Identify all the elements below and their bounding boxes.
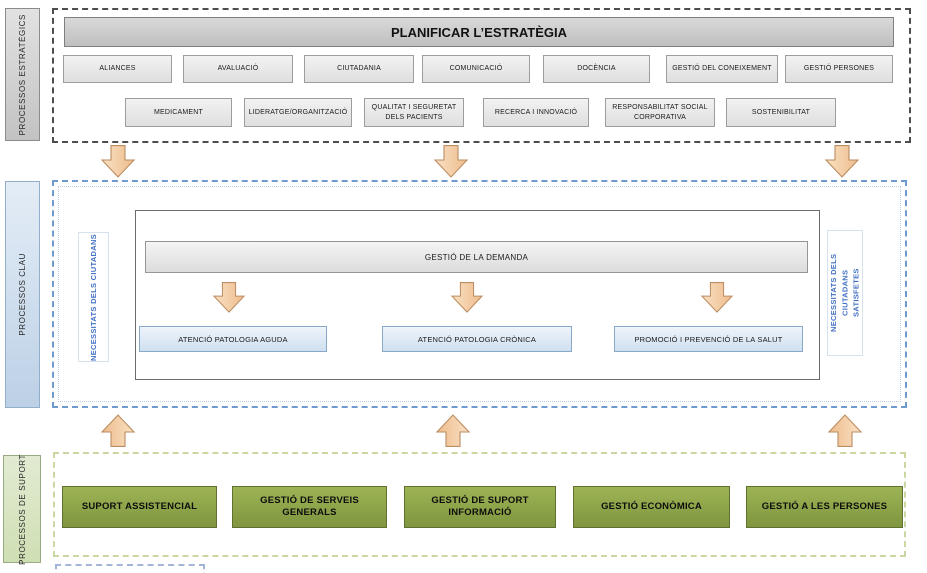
support-box-economica: GESTIÓ ECONÒMICA [573,486,730,528]
key-box-promocio-salut: PROMOCIÓ I PREVENCIÓ DE LA SALUT [614,326,803,352]
section-label-strategic-text: PROCESSOS ESTRATÈGICS [18,13,27,136]
key-box-patologia-aguda: ATENCIÓ PATOLOGIA AGUDA [139,326,327,352]
strategic-box-sostenibilitat: SOSTENIBILITAT [726,98,836,127]
down-arrow-icon [433,145,469,178]
strategy-header-bar: PLANIFICAR L’ESTRATÈGIA [64,17,894,47]
strategic-box-persones: GESTIÓ PERSONES [785,55,893,83]
support-box-assistencial: SUPORT ASSISTENCIAL [62,486,217,528]
citizen-needs-satisfied-note: NECESSITATS DELS CIUTADANS SATISFETES [827,230,863,356]
down-arrow-icon [700,282,734,313]
down-arrow-icon [100,145,136,178]
section-label-key-text: PROCESSOS CLAU [18,253,27,336]
citizen-needs-satisfied-note-text: NECESSITATS DELS CIUTADANS SATISFETES [829,253,861,333]
key-box-patologia-cronica: ATENCIÓ PATOLOGIA CRÒNICA [382,326,572,352]
strategic-box-coneixement: GESTIÓ DEL CONEIXEMENT [666,55,778,83]
up-arrow-icon [100,414,136,447]
support-section-frame [53,452,906,557]
strategic-box-medicament: MEDICAMENT [125,98,232,127]
citizen-needs-note: NECESSITATS DELS CIUTADANS [78,232,109,362]
partial-bottom-frame [55,564,205,573]
strategy-header-text: PLANIFICAR L’ESTRATÈGIA [391,24,567,40]
strategic-box-comunicacio: COMUNICACIÓ [422,55,530,83]
down-arrow-icon [824,145,860,178]
up-arrow-icon [435,414,471,447]
section-label-strategic: PROCESSOS ESTRATÈGICS [5,8,40,141]
strategic-section-frame [52,8,911,143]
key-section-inner-frame [58,186,901,402]
citizen-needs-note-text: NECESSITATS DELS CIUTADANS [88,233,98,361]
strategic-box-recerca: RECERCA I INNOVACIÓ [483,98,589,127]
section-label-key: PROCESSOS CLAU [5,181,40,408]
support-box-persones: GESTIÓ A LES PERSONES [746,486,903,528]
support-box-serveis-generals: GESTIÓ DE SERVEIS GENERALS [232,486,387,528]
strategic-box-responsabilitat: RESPONSABILITAT SOCIAL CORPORATIVA [605,98,715,127]
up-arrow-icon [827,414,863,447]
key-section-frame [52,180,907,408]
strategic-box-ciutadania: CIUTADANIA [304,55,414,83]
support-box-suport-informacio: GESTIÓ DE SUPORT INFORMACIÓ [404,486,556,528]
section-label-support-text: PROCESSOS DE SUPORT [17,453,27,565]
strategic-box-aliances: ALIANCES [63,55,172,83]
demand-bar: GESTIÓ DE LA DEMANDA [145,241,808,273]
strategic-box-avaluacio: AVALUACIÓ [183,55,293,83]
down-arrow-icon [212,282,246,313]
down-arrow-icon [450,282,484,313]
strategic-box-qualitat: QUALITAT I SEGURETAT DELS PACIENTS [364,98,464,127]
strategic-box-docencia: DOCÈNCIA [543,55,650,83]
section-label-support: PROCESSOS DE SUPORT [3,453,41,565]
strategic-box-lideratge: LIDERATGE/ORGANITZACIÓ [244,98,352,127]
